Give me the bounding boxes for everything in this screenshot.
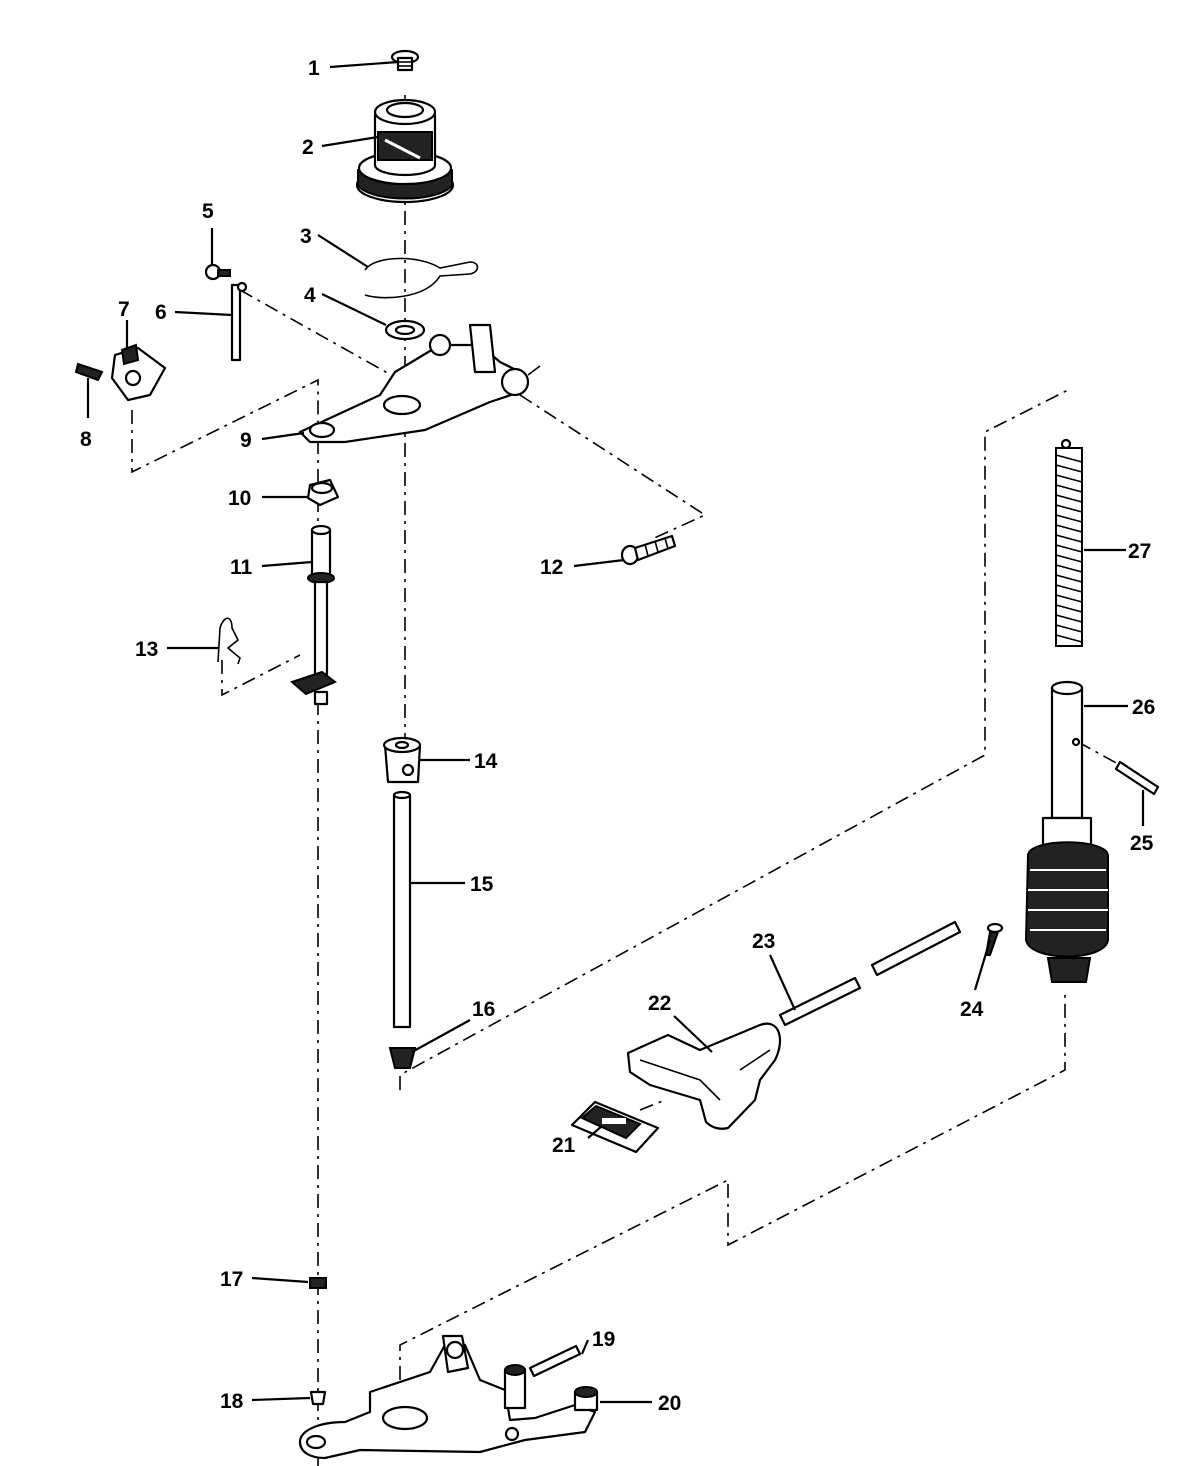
part-14-coupling [382, 736, 422, 784]
part-16-tip [388, 1047, 417, 1069]
label-10: 10 [228, 487, 251, 510]
label-11: 11 [230, 556, 253, 579]
part-labels: 1 2 3 4 5 6 7 8 9 10 11 12 13 14 15 16 1… [80, 57, 1155, 1415]
part-22-handle [626, 1022, 782, 1130]
label-8: 8 [80, 428, 92, 451]
part-24-screw [984, 922, 1004, 956]
part-6-pin [230, 281, 248, 362]
part-13-clip [217, 617, 241, 665]
label-9: 9 [240, 429, 252, 452]
part-27-spring [1055, 438, 1083, 647]
part-23-coil [778, 920, 962, 1027]
part-17-roller [309, 1277, 327, 1289]
label-15: 15 [470, 873, 494, 896]
part-9-lever [298, 323, 541, 444]
label-22: 22 [648, 992, 671, 1015]
part-15-rod [392, 790, 412, 1029]
part-1-screw [390, 49, 420, 72]
label-24: 24 [960, 998, 984, 1021]
assembly-lines [131, 95, 1121, 1466]
part-3-spring [364, 257, 479, 299]
label-16: 16 [472, 998, 495, 1021]
label-2: 2 [302, 136, 314, 159]
part-20-lower-lever [298, 1334, 599, 1460]
part-18-screw [309, 1390, 327, 1406]
part-7-clamp [110, 343, 167, 402]
part-21-plate [570, 1100, 660, 1154]
part-8-setscrew [74, 362, 104, 382]
label-1: 1 [308, 57, 320, 80]
label-5: 5 [202, 200, 214, 223]
label-25: 25 [1130, 832, 1154, 855]
label-4: 4 [304, 284, 316, 307]
part-4-washer [384, 319, 426, 341]
part-25-pin [1114, 760, 1160, 796]
part-12-screw [620, 534, 677, 566]
label-21: 21 [552, 1134, 576, 1157]
label-23: 23 [752, 930, 775, 953]
part-10-bushing [306, 478, 340, 507]
label-18: 18 [220, 1390, 244, 1413]
label-26: 26 [1132, 696, 1155, 719]
label-6: 6 [155, 301, 167, 324]
label-12: 12 [540, 556, 563, 579]
part-2-gear-cam [355, 98, 455, 204]
label-19: 19 [592, 1328, 615, 1351]
part-11-shaft [290, 524, 337, 706]
label-13: 13 [135, 638, 158, 661]
label-27: 27 [1128, 540, 1151, 563]
part-26-shaft [1024, 680, 1109, 983]
parts [74, 49, 1160, 1460]
part-5-screw [204, 263, 231, 281]
leader-lines [86, 60, 1145, 1404]
label-17: 17 [220, 1268, 243, 1291]
label-7: 7 [118, 298, 130, 321]
label-20: 20 [658, 1392, 681, 1415]
label-3: 3 [300, 225, 312, 248]
label-14: 14 [474, 750, 498, 773]
part-19-pin [528, 1344, 582, 1378]
